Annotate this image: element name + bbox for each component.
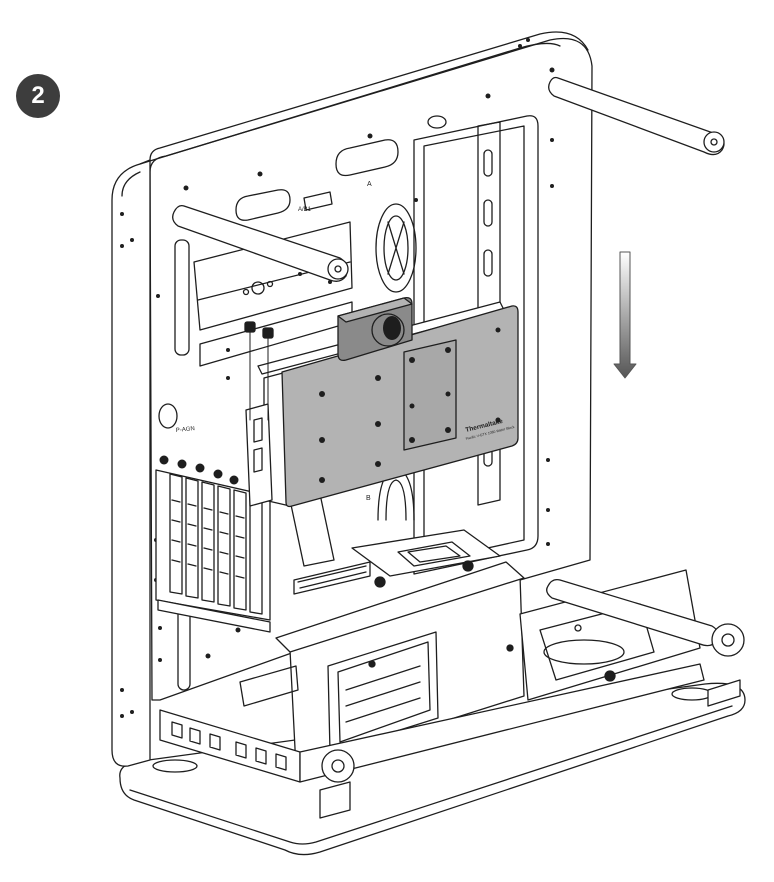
mark-a-b1: A/B1	[298, 207, 312, 213]
step-number: 2	[31, 82, 44, 110]
mark-a: A	[367, 181, 372, 188]
mark-b: B	[366, 495, 371, 502]
down-arrow-icon	[614, 252, 636, 378]
step-number-badge: 2	[16, 74, 60, 118]
